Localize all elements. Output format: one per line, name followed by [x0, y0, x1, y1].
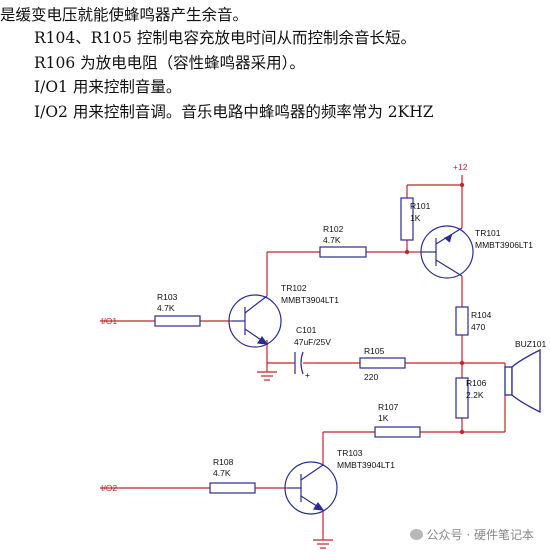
tr103-part: MMBT3904LT1	[337, 460, 395, 470]
text-line-4: I/O1 用来控制音量。	[34, 78, 182, 96]
resistor-r104	[455, 306, 469, 336]
resistor-r103	[154, 315, 201, 327]
resistors	[154, 197, 469, 494]
resistor-r107	[374, 426, 421, 438]
c101-name: C101	[296, 325, 317, 335]
transistor-tr101	[420, 225, 474, 279]
r107-value: 1K	[378, 413, 389, 423]
r101-value: 1K	[410, 213, 421, 223]
schematic-labels: +12 R101 1K R102 4.7K TR101 MMBT3906LT1 …	[101, 162, 546, 493]
wires	[100, 175, 506, 540]
r101-name: R101	[410, 201, 431, 211]
ground-symbols	[257, 371, 333, 549]
watermark: 公众号 · 硬件笔记本	[409, 526, 534, 543]
r102-value: 4.7K	[323, 235, 341, 245]
tr102-part: MMBT3904LT1	[281, 295, 339, 305]
r103-value: 4.7K	[157, 303, 175, 313]
r103-name: R103	[157, 292, 178, 302]
io1-label: I/O1	[101, 316, 117, 326]
r108-value: 4.7K	[213, 468, 231, 478]
resistor-r105	[359, 357, 406, 369]
wechat-icon	[409, 529, 423, 540]
supply-label: +12	[453, 162, 468, 172]
resistor-r108	[209, 482, 256, 494]
r104-value: 470	[471, 322, 485, 332]
capacitor-c101	[294, 351, 315, 375]
tr101-name: TR101	[475, 228, 501, 238]
r106-value: 2.2K	[466, 390, 484, 400]
buzzer-buz101	[504, 348, 541, 414]
transistor-tr102	[228, 294, 282, 348]
c101-plus: +	[305, 370, 310, 380]
transistor-tr103	[284, 461, 338, 515]
buzzer-label: BUZ101	[515, 339, 546, 349]
text-line-3: R106 为放电电阻（容性蜂鸣器采用）。	[34, 54, 305, 72]
io2-label: I/O2	[101, 483, 117, 493]
resistor-r106	[455, 377, 469, 419]
r102-name: R102	[323, 224, 344, 234]
c101-value: 47uF/25V	[294, 337, 331, 347]
watermark-text: 公众号 · 硬件笔记本	[426, 528, 534, 542]
r105-value: 220	[364, 372, 378, 382]
resistor-r102	[319, 246, 367, 258]
tr102-name: TR102	[281, 283, 307, 293]
r104-name: R104	[471, 310, 492, 320]
text-line-2: R104、R105 控制电容充放电时间从而控制余音长短。	[34, 29, 416, 47]
r105-name: R105	[364, 346, 385, 356]
r108-name: R108	[213, 457, 234, 467]
resistor-r101	[400, 197, 414, 241]
r106-name: R106	[466, 378, 487, 388]
tr103-name: TR103	[337, 448, 363, 458]
text-line-5: I/O2 用来控制音调。音乐电路中蜂鸣器的频率常为 2KHZ	[34, 103, 434, 121]
text-line-1: 是缓变电压就能使蜂鸣器产生余音。	[0, 6, 249, 24]
r107-name: R107	[378, 402, 399, 412]
tr101-part: MMBT3906LT1	[475, 240, 533, 250]
junction-dots	[404, 182, 465, 435]
